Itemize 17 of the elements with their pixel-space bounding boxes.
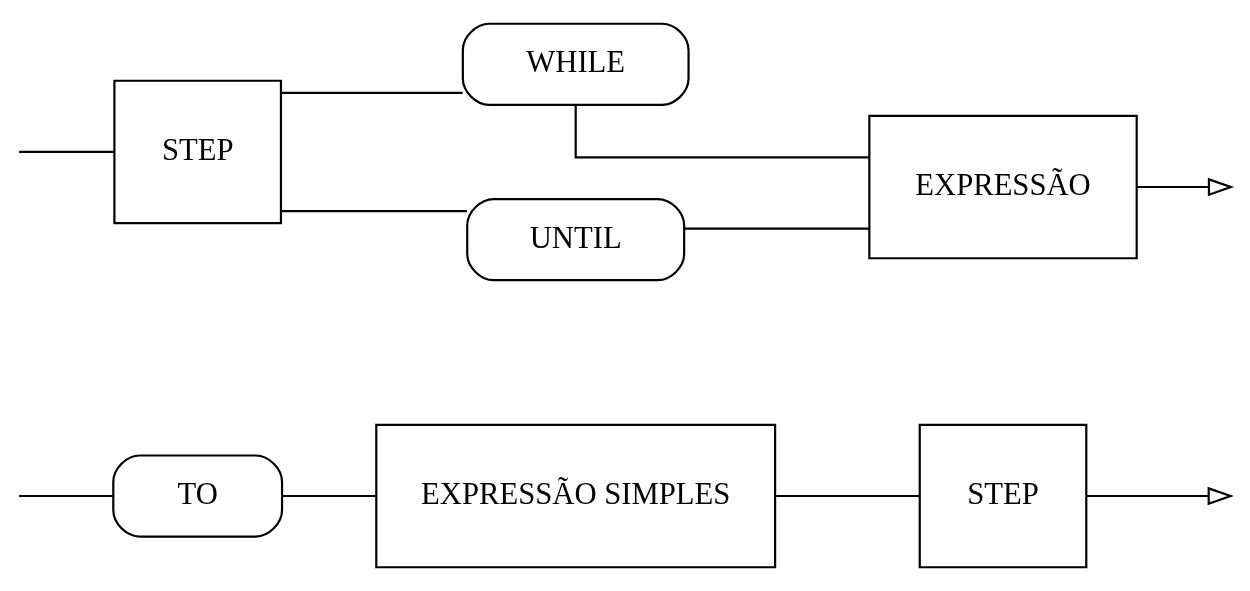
node-box: UNTIL <box>466 198 686 282</box>
connector <box>19 494 114 498</box>
node-box: EXPRESSÃO SIMPLES <box>375 423 777 569</box>
arrow <box>1086 486 1234 506</box>
node-box: EXPRESSÃO <box>868 114 1138 260</box>
connector <box>684 227 870 230</box>
node-box: STEP <box>918 423 1088 569</box>
arrow <box>1136 177 1235 197</box>
connector <box>281 210 467 213</box>
connector <box>574 105 869 159</box>
connector <box>282 494 377 498</box>
connector <box>19 150 115 154</box>
node-box: TO <box>112 454 284 538</box>
connector <box>281 91 463 94</box>
node-box: WHILE <box>461 22 690 106</box>
node-box: STEP <box>113 79 283 225</box>
connector <box>775 494 920 498</box>
